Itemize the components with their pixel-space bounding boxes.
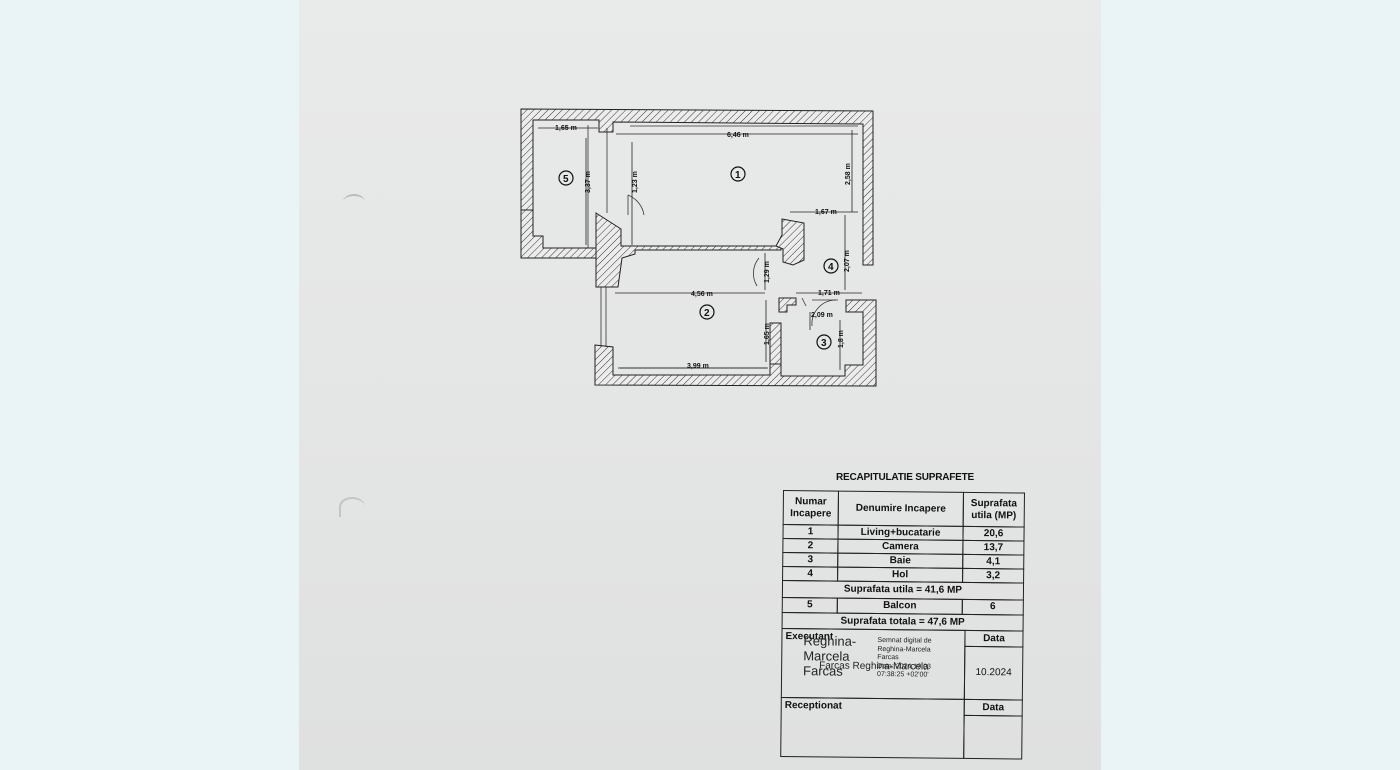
digital-signature-text: Semnat digital de Reghina-Marcela Farcas…	[877, 636, 932, 679]
punch-hole-top	[343, 194, 365, 210]
dim-label: 2,09 m	[811, 312, 833, 319]
header-nr: Numar Incapere	[782, 490, 839, 526]
header-area: Suprafata utila (MP)	[962, 491, 1025, 528]
room-number: 5	[563, 174, 569, 185]
dim-label: 1,29 m	[764, 261, 771, 283]
date-value: 10.2024	[963, 645, 1024, 701]
room-number: 4	[828, 262, 834, 273]
receptionat-cell: Receptionat	[780, 696, 965, 759]
dim-label: 4,56 m	[691, 291, 713, 298]
signature-name: Reghina- Marcela Farcas	[803, 633, 856, 679]
dim-label: 1,71 m	[818, 290, 840, 297]
dim-label: 1,67 m	[815, 209, 837, 216]
date-value-2	[963, 714, 1023, 760]
dim-label: 1,65 m	[764, 323, 771, 345]
table-title: RECAPITULATIE SUPRAFETE	[836, 472, 974, 483]
dim-label: 6,46 m	[727, 132, 749, 139]
signature-name-line: Reghina-	[803, 633, 857, 649]
dim-label: 1,65 m	[555, 125, 577, 132]
room-number: 2	[704, 308, 710, 319]
date-header-2: Data	[963, 698, 1023, 717]
room-number: 3	[821, 338, 827, 349]
dim-label: 3,37 m	[585, 171, 592, 193]
dim-label: 1,8 m	[838, 330, 845, 348]
punch-hole-bottom	[339, 497, 365, 517]
dim-label: 2,07 m	[844, 250, 851, 272]
dim-label: 1,23 m	[632, 171, 639, 193]
header-name: Denumire Incapere	[837, 490, 964, 527]
dim-label: 3,99 m	[687, 363, 709, 370]
receptionat-label: Receptionat	[784, 700, 843, 712]
date-header: Data	[964, 629, 1024, 648]
dim-label: 2,58 m	[845, 163, 852, 185]
balcony-nr: 5	[781, 596, 838, 614]
room-number: 1	[735, 170, 741, 181]
